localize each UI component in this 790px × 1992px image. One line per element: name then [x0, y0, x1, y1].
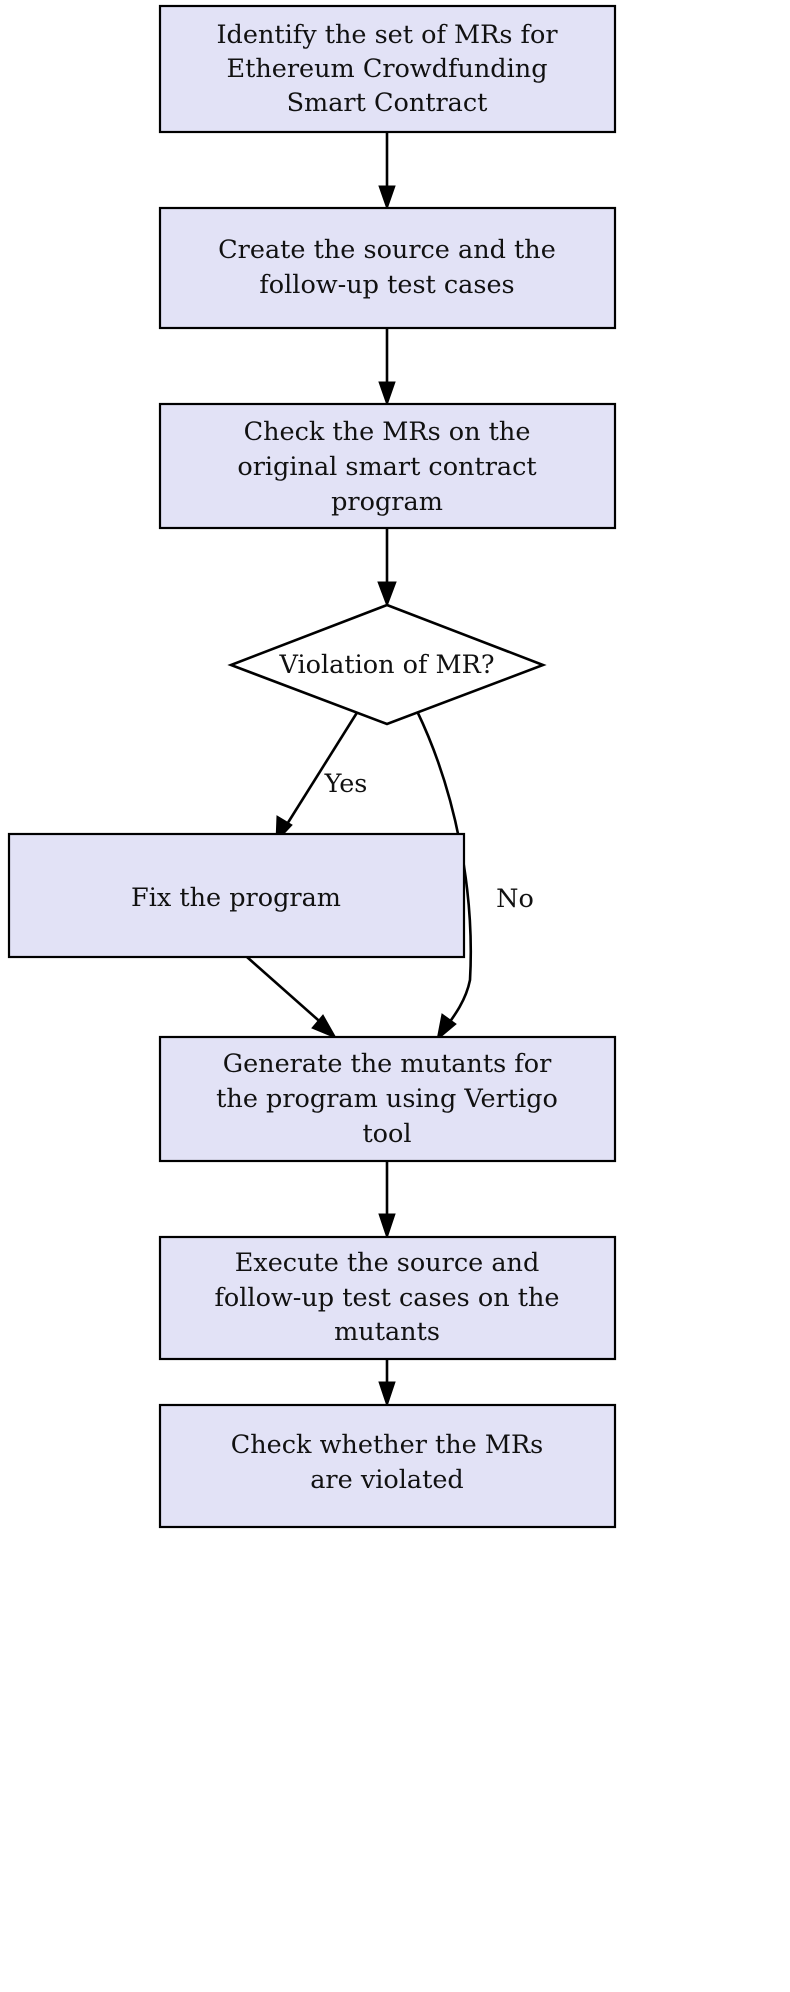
- arrow-head-icon: [378, 185, 396, 211]
- edge-label-yes: Yes: [324, 769, 368, 799]
- node-fix-the-program[interactable]: Fix the program: [7, 832, 466, 959]
- node-create-test-cases[interactable]: Create the source and the follow-up test…: [158, 206, 617, 330]
- node-label-line: Identify the set of MRs for: [216, 20, 558, 50]
- node-label-line: Check whether the MRs: [231, 1430, 544, 1460]
- node-box[interactable]: [158, 1035, 617, 1163]
- edge-fix-to-generate: [246, 956, 338, 1040]
- node-label-line: mutants: [334, 1317, 440, 1347]
- edge-line: [246, 956, 327, 1028]
- node-label-line: the program using Vertigo: [216, 1084, 558, 1114]
- arrow-head-icon: [378, 381, 396, 407]
- edge-line: [282, 710, 360, 830]
- arrow-head-icon: [436, 1013, 457, 1042]
- edge-generate-to-execute: [378, 1161, 396, 1240]
- node-identify-mrs[interactable]: Identify the set of MRs for Ethereum Cro…: [158, 4, 617, 134]
- node-label-line: follow-up test cases on the: [214, 1283, 559, 1313]
- edge-identify-to-create: [378, 132, 396, 211]
- node-generate-mutants[interactable]: Generate the mutants for the program usi…: [158, 1035, 617, 1163]
- node-label-line: Smart Contract: [287, 88, 489, 118]
- node-box[interactable]: [158, 402, 617, 530]
- node-box[interactable]: [158, 206, 617, 330]
- decision-diamond[interactable]: [227, 603, 547, 726]
- node-box[interactable]: [158, 1235, 617, 1361]
- edge-decision-to-generate-no: [415, 710, 473, 1042]
- node-label-line: Generate the mutants for: [223, 1049, 552, 1079]
- node-violation-of-mr[interactable]: Violation of MR?: [227, 603, 547, 726]
- node-label-line: tool: [362, 1119, 411, 1149]
- arrow-head-icon: [377, 581, 397, 608]
- node-execute-test-cases[interactable]: Execute the source and follow-up test ca…: [158, 1235, 617, 1361]
- node-label-line: Fix the program: [131, 883, 341, 913]
- node-box[interactable]: [158, 4, 617, 134]
- node-label-line: Create the source and the: [218, 235, 556, 265]
- node-label-line: are violated: [310, 1465, 464, 1495]
- node-label-line: Violation of MR?: [279, 650, 495, 680]
- edge-create-to-check-original: [378, 328, 396, 407]
- arrow-head-icon: [311, 1014, 338, 1040]
- node-label-line: follow-up test cases: [259, 270, 514, 300]
- edge-line: [415, 710, 473, 1031]
- node-check-mrs-original[interactable]: Check the MRs on the original smart cont…: [158, 402, 617, 530]
- node-label-line: original smart contract: [237, 452, 537, 482]
- node-label-line: Execute the source and: [235, 1248, 540, 1278]
- node-label-line: Check the MRs on the: [244, 417, 531, 447]
- arrow-head-icon: [378, 1213, 396, 1240]
- node-label-line: program: [331, 487, 443, 517]
- node-box[interactable]: [158, 1403, 617, 1529]
- node-check-mrs-violated[interactable]: Check whether the MRs are violated: [158, 1403, 617, 1529]
- edge-execute-to-check-violated: [378, 1359, 396, 1408]
- node-label-line: Ethereum Crowdfunding: [226, 54, 547, 84]
- edge-check-original-to-decision: [377, 528, 397, 608]
- arrow-head-icon: [378, 1381, 396, 1408]
- node-box[interactable]: [7, 832, 466, 959]
- edge-label-no: No: [496, 884, 534, 914]
